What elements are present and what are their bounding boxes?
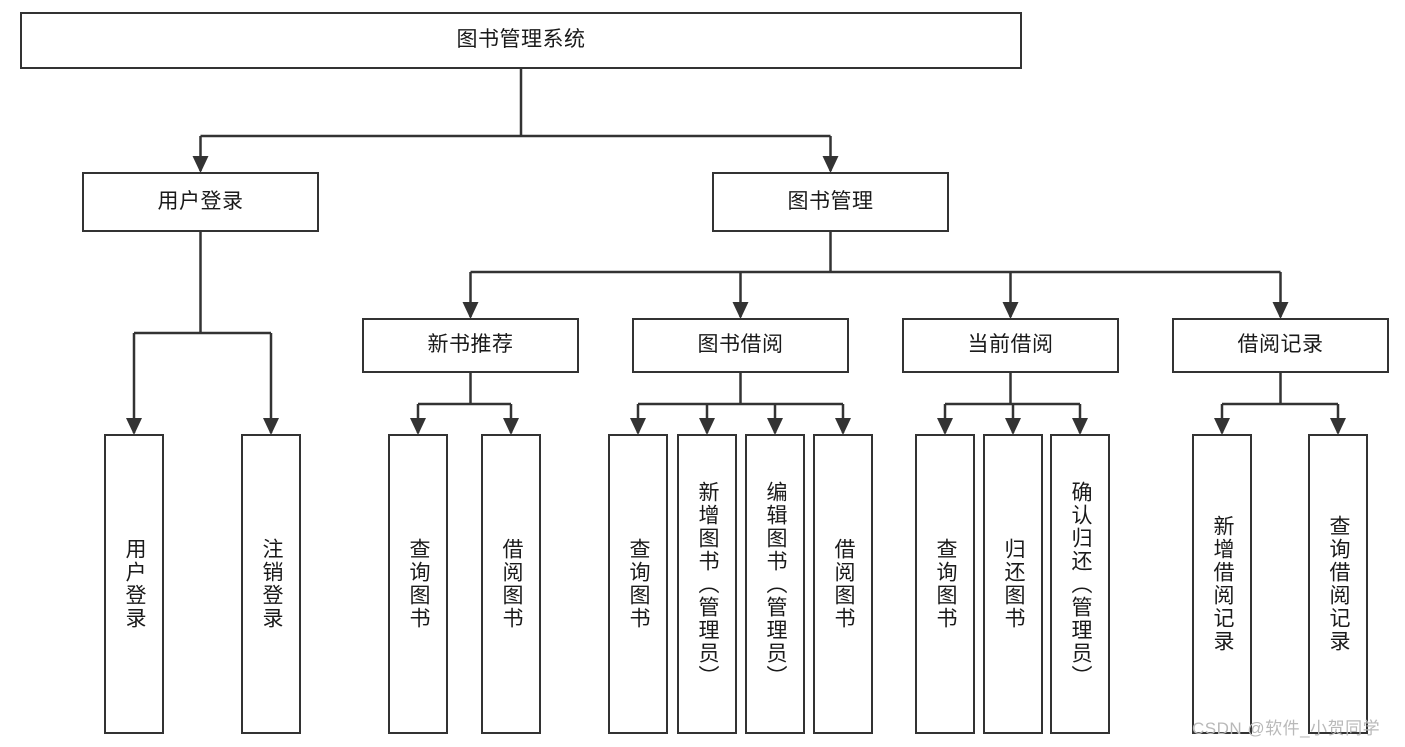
- node-borrow[interactable]: 图书借阅: [632, 318, 849, 373]
- node-l4[interactable]: 借阅图书: [481, 434, 541, 734]
- node-label: 新增借阅记录: [1210, 515, 1234, 653]
- arrow-head-l12: [1214, 418, 1230, 435]
- node-root[interactable]: 图书管理系统: [20, 12, 1022, 69]
- arrow-head-records: [1272, 302, 1289, 319]
- node-l5[interactable]: 查询图书: [608, 434, 668, 734]
- node-label: 用户登录: [157, 189, 244, 213]
- arrow-head-l10: [1005, 418, 1021, 435]
- node-l9[interactable]: 查询图书: [915, 434, 975, 734]
- arrow-head-l4: [503, 418, 519, 435]
- node-l13[interactable]: 查询借阅记录: [1308, 434, 1368, 734]
- node-label: 编辑图书（管理员）: [763, 480, 787, 688]
- node-label: 注销登录: [259, 538, 283, 630]
- arrow-head-l11: [1072, 418, 1088, 435]
- arrow-head-l1: [126, 418, 142, 435]
- node-label: 用户登录: [122, 538, 146, 630]
- node-label: 图书管理系统: [456, 28, 586, 52]
- arrow-head-l5: [630, 418, 646, 435]
- node-label: 查询借阅记录: [1326, 515, 1350, 653]
- node-l11[interactable]: 确认归还（管理员）: [1050, 434, 1110, 734]
- arrow-head-l9: [937, 418, 953, 435]
- node-label: 查询图书: [626, 538, 650, 630]
- node-bookmgmt[interactable]: 图书管理: [712, 172, 949, 232]
- node-label: 当前借阅: [967, 333, 1054, 357]
- node-newbook[interactable]: 新书推荐: [362, 318, 579, 373]
- arrow-head-bookmgmt: [822, 156, 839, 173]
- node-l6[interactable]: 新增图书（管理员）: [677, 434, 737, 734]
- arrow-head-l13: [1330, 418, 1346, 435]
- arrow-head-l3: [410, 418, 426, 435]
- arrow-head-l6: [699, 418, 715, 435]
- node-label: 图书管理: [787, 189, 874, 213]
- node-label: 新增图书（管理员）: [695, 480, 719, 688]
- arrow-head-borrow: [732, 302, 749, 319]
- node-l3[interactable]: 查询图书: [388, 434, 448, 734]
- node-l7[interactable]: 编辑图书（管理员）: [745, 434, 805, 734]
- node-label: 确认归还（管理员）: [1068, 480, 1092, 688]
- node-l10[interactable]: 归还图书: [983, 434, 1043, 734]
- node-l1[interactable]: 用户登录: [104, 434, 164, 734]
- arrow-head-current: [1002, 302, 1019, 319]
- node-label: 归还图书: [1001, 538, 1025, 630]
- node-l12[interactable]: 新增借阅记录: [1192, 434, 1252, 734]
- arrow-head-l2: [263, 418, 279, 435]
- node-current[interactable]: 当前借阅: [902, 318, 1119, 373]
- node-label: 图书借阅: [697, 333, 784, 357]
- node-label: 查询图书: [406, 538, 430, 630]
- node-l2[interactable]: 注销登录: [241, 434, 301, 734]
- node-login[interactable]: 用户登录: [82, 172, 319, 232]
- node-label: 查询图书: [933, 538, 957, 630]
- arrow-head-l8: [835, 418, 851, 435]
- node-label: 借阅图书: [831, 538, 855, 630]
- node-label: 借阅记录: [1237, 333, 1324, 357]
- node-label: 新书推荐: [427, 333, 514, 357]
- node-label: 借阅图书: [499, 538, 523, 630]
- arrow-head-login: [192, 156, 209, 173]
- arrow-head-newbook: [462, 302, 479, 319]
- node-records[interactable]: 借阅记录: [1172, 318, 1389, 373]
- watermark-label: CSDN @软件_小贺同学: [1192, 719, 1381, 738]
- arrow-head-l7: [767, 418, 783, 435]
- node-l8[interactable]: 借阅图书: [813, 434, 873, 734]
